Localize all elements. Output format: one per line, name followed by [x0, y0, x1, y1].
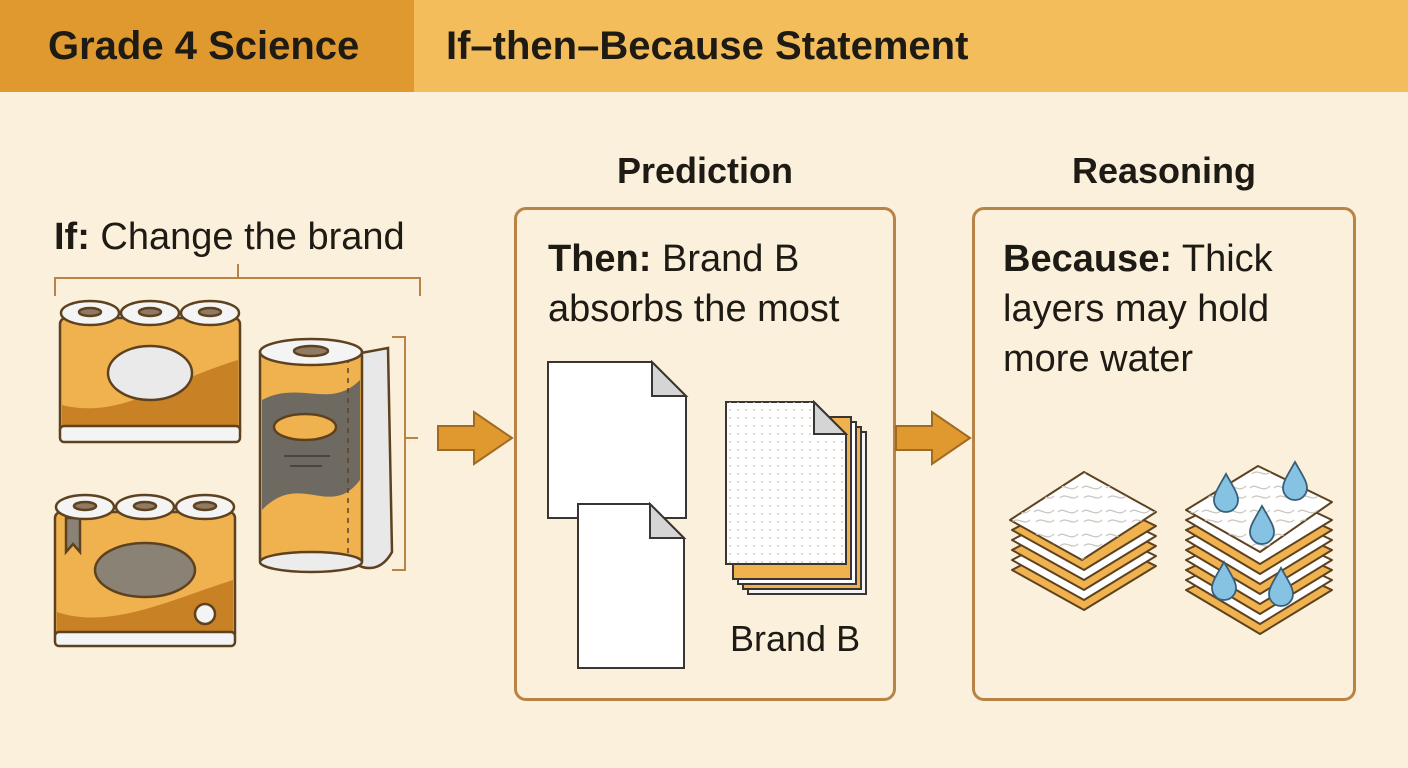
arrow-right-icon: [895, 410, 972, 466]
paper-towel-pack-icon: [53, 493, 237, 648]
layered-towel-icon: [1009, 471, 1157, 611]
paper-sheet-icon: [577, 501, 687, 669]
paper-towel-pack-icon: [58, 299, 242, 444]
header-bar: Grade 4 Science If–then–Because Statemen…: [0, 0, 1408, 92]
then-text: Brand B absorbs the most: [548, 238, 840, 330]
page-title: If–then–Because Statement: [446, 23, 969, 68]
paper-towel-roll-icon: [258, 337, 394, 574]
then-statement: Then: Brand B absorbs the most: [548, 234, 888, 334]
arrow-right-icon: [437, 410, 514, 466]
because-statement: Because: Thick layers may hold more wate…: [1003, 234, 1333, 384]
then-keyword: Then:: [548, 238, 652, 280]
because-text: Thick layers may hold more water: [1003, 238, 1284, 380]
reasoning-heading: Reasoning: [1071, 150, 1257, 191]
brand-b-label: Brand B: [730, 618, 861, 659]
stacked-sheets-icon: [725, 399, 867, 595]
if-keyword: If:: [54, 216, 90, 258]
paper-sheet-icon: [547, 359, 689, 519]
if-bracket: [54, 264, 421, 296]
prediction-heading: Prediction: [616, 150, 794, 191]
reasoning-panel: [972, 207, 1356, 701]
grade-label: Grade 4 Science: [0, 0, 414, 92]
roll-bracket: [392, 336, 418, 571]
because-keyword: Because:: [1003, 238, 1172, 280]
if-text: Change the brand: [89, 216, 405, 258]
water-drop-icon: [1211, 460, 1308, 607]
layered-towel-icon: [1185, 465, 1333, 635]
if-statement: If: Change the brand: [54, 212, 474, 262]
